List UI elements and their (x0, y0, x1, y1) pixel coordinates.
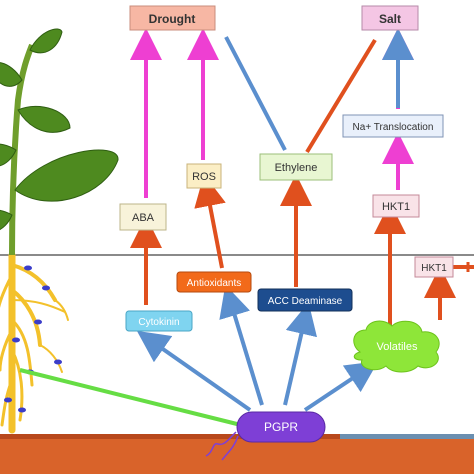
na-translocation-label: Na+ Translocation (353, 122, 434, 133)
acc-deaminase-node: ACC Deaminase (257, 288, 353, 312)
plant-stem (9, 43, 35, 256)
hkt1-lower-label: HKT1 (421, 263, 447, 274)
drought-label: Drought (149, 12, 196, 26)
cytokinin-node: Cytokinin (125, 310, 193, 332)
plant-roots (0, 251, 69, 434)
soil-band (0, 434, 474, 474)
volatiles-label: Volatiles (377, 341, 418, 353)
ethylene-node: Ethylene (259, 153, 333, 181)
pgpr-root-link (19, 368, 246, 428)
ros-label: ROS (192, 171, 216, 183)
drought-node: Drought (129, 5, 216, 31)
blue-arrows (136, 36, 379, 412)
soil-shadow (0, 434, 474, 439)
aba-node: ABA (119, 203, 167, 231)
pgpr-label: PGPR (264, 420, 298, 434)
cytokinin-label: Cytokinin (138, 317, 179, 328)
hkt1-upper-label: HKT1 (382, 201, 410, 213)
aba-label: ABA (132, 212, 155, 224)
salt-label: Salt (379, 12, 401, 26)
hkt1-upper-node: HKT1 (372, 194, 420, 218)
antioxidants-label: Antioxidants (187, 278, 241, 289)
acc-deaminase-label: ACC Deaminase (268, 296, 343, 307)
red-arrows (130, 38, 474, 333)
plant-leaves (0, 28, 119, 230)
na-translocation-node: Na+ Translocation (342, 114, 444, 138)
salt-node: Salt (361, 5, 419, 31)
antioxidants-node: Antioxidants (176, 271, 252, 293)
pgpr-node: PGPR (205, 411, 326, 461)
soil-blue-strip (340, 434, 474, 439)
hkt1-lower-node: HKT1 (414, 256, 454, 278)
ros-node: ROS (186, 163, 222, 189)
volatiles-node: Volatiles (353, 320, 440, 373)
ethylene-label: Ethylene (275, 162, 318, 174)
